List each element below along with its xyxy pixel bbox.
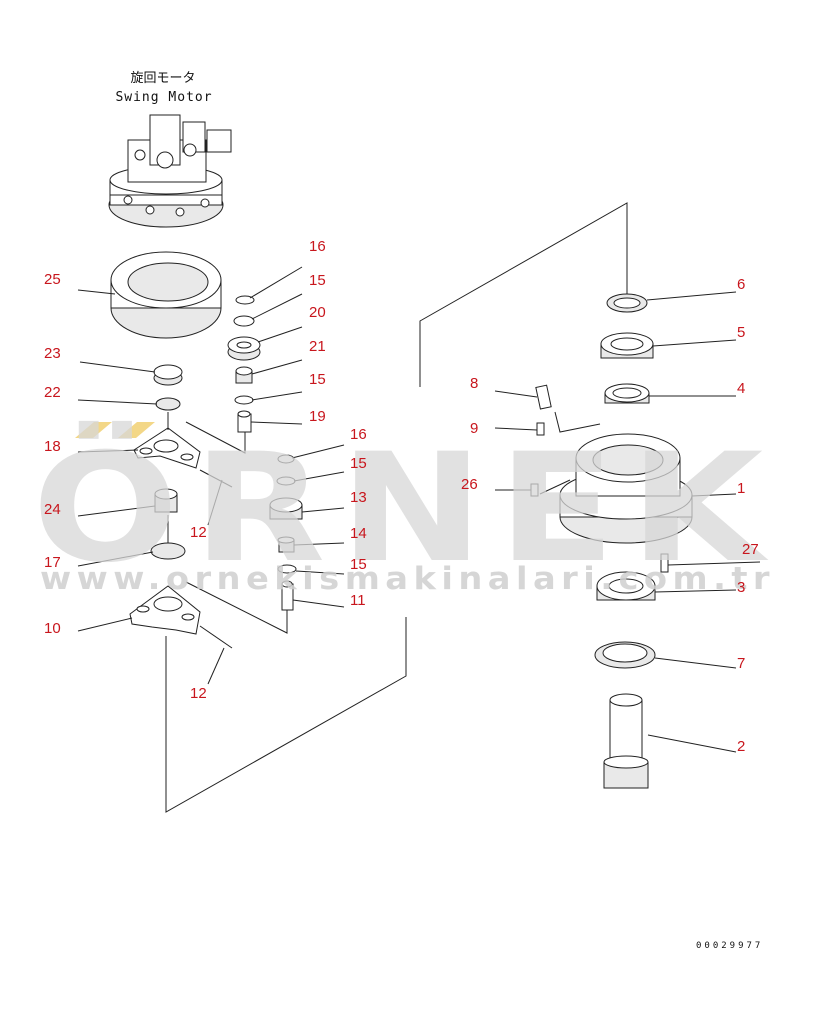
part-22-thrust-washer	[155, 397, 181, 411]
part-10-carrier	[129, 585, 201, 635]
callout-18: 18	[44, 438, 61, 455]
watermark-accent-right	[118, 422, 155, 438]
callout-12: 12	[190, 524, 207, 541]
part-9-plug	[536, 422, 545, 436]
watermark-brand: ÖRNEK	[32, 420, 777, 596]
part-24-bearing	[154, 488, 178, 513]
part-4-bearing	[604, 383, 650, 404]
callout-27: 27	[742, 541, 759, 558]
assembly-guide-lines	[165, 202, 628, 813]
swing-motor-illustration	[108, 114, 232, 228]
part-16a-snap-ring	[235, 295, 255, 305]
watermark-url: www.ornekismakinalari.com.tr	[40, 561, 775, 597]
part-13-gear	[269, 497, 303, 520]
callout-23: 23	[44, 345, 61, 362]
part-19-shaft	[237, 410, 252, 433]
callout-6: 6	[737, 276, 745, 293]
callout-14: 14	[350, 525, 367, 542]
part-21-bearing	[235, 366, 253, 384]
part-7-seal	[594, 641, 656, 669]
callout-3: 3	[737, 579, 745, 596]
title-japanese: 旋回モータ	[130, 71, 195, 86]
callout-labels: 16 15 20 25 21 23 15 22 19 16 18 15 13 2…	[44, 238, 759, 755]
callout-24: 24	[44, 501, 61, 518]
part-12a-pin	[199, 469, 233, 488]
callout-15: 15	[309, 371, 326, 388]
callout-8: 8	[470, 375, 478, 392]
part-15d-washer	[277, 564, 297, 574]
callout-16: 16	[350, 426, 367, 443]
callout-20: 20	[309, 304, 326, 321]
document-number: 00029977	[696, 941, 763, 951]
callout-7: 7	[737, 655, 745, 672]
callout-13: 13	[350, 489, 367, 506]
callout-5: 5	[737, 324, 745, 341]
callout-19: 19	[309, 408, 326, 425]
part-12b-pin	[199, 625, 233, 649]
part-15a-washer	[233, 315, 255, 327]
part-6-seal	[606, 293, 648, 313]
callout-11: 11	[350, 592, 366, 609]
part-20-planet-gear	[227, 336, 261, 361]
part-23-gear	[153, 364, 183, 386]
callout-1: 1	[737, 480, 745, 497]
watermark-accent-left	[75, 422, 112, 438]
callout-10: 10	[44, 620, 61, 637]
part-15b-washer	[234, 395, 254, 405]
part-27-pin	[660, 553, 669, 573]
callout-15: 15	[309, 272, 326, 289]
part-25-ring-gear	[110, 251, 222, 339]
callout-12: 12	[190, 685, 207, 702]
callout-4: 4	[737, 380, 745, 397]
title-english: Swing Motor	[115, 90, 212, 105]
part-11-shaft	[281, 580, 294, 611]
callout-9: 9	[470, 420, 478, 437]
leader-lines	[77, 266, 761, 753]
part-16b-snap-ring	[277, 454, 295, 464]
callout-2: 2	[737, 738, 745, 755]
watermark: ÖRNEK www.ornekismakinalari.com.tr	[32, 420, 777, 597]
callout-26: 26	[461, 476, 478, 493]
part-8-plug	[535, 384, 552, 410]
part-14-bearing	[277, 536, 295, 553]
callout-25: 25	[44, 271, 61, 288]
part-3-bearing	[596, 571, 656, 601]
part-2-pinion-shaft	[603, 693, 649, 789]
callout-22: 22	[44, 384, 61, 401]
part-18-carrier	[133, 427, 201, 469]
callout-21: 21	[309, 338, 326, 355]
part-1-housing	[559, 433, 693, 544]
callout-16: 16	[309, 238, 326, 255]
part-5-bearing	[600, 332, 654, 359]
callout-15: 15	[350, 455, 367, 472]
callout-17: 17	[44, 554, 61, 571]
callout-15: 15	[350, 556, 367, 573]
